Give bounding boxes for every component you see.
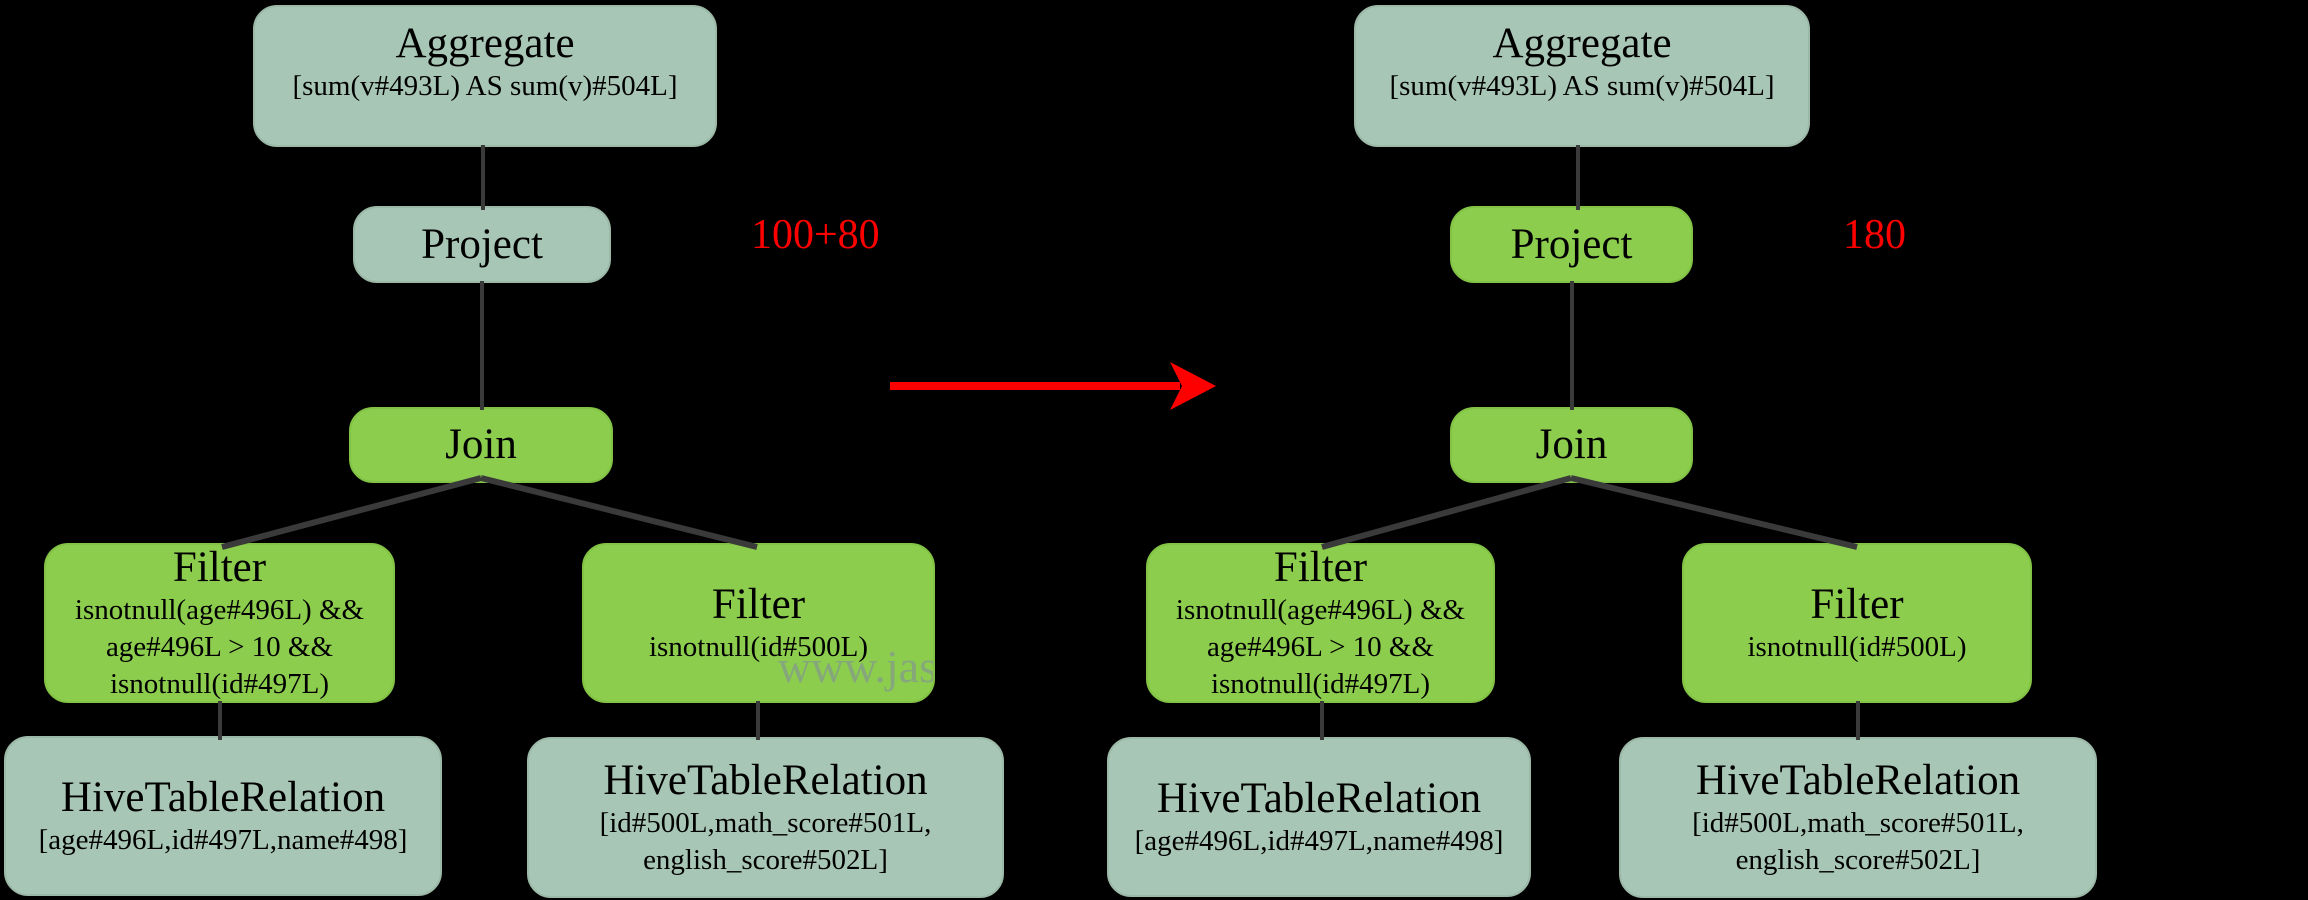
node-detail: [id#500L,math_score#501L, english_score#… xyxy=(599,807,932,877)
left-join-node: Join xyxy=(349,407,613,483)
left-aggregate-node: Aggregate [sum(v#493L) AS sum(v)#504L] xyxy=(253,5,717,147)
right-join-node: Join xyxy=(1450,407,1693,483)
left-project-node: Project xyxy=(353,206,611,283)
node-title: Aggregate xyxy=(1492,20,1672,67)
right-cost-label: 180 xyxy=(1843,212,1906,258)
node-title: Project xyxy=(1510,220,1633,268)
left-hive-table-relation-1-node: HiveTableRelation [age#496L,id#497L,name… xyxy=(4,736,442,896)
node-title: Filter xyxy=(172,543,267,591)
node-title: HiveTableRelation xyxy=(603,756,928,804)
right-hive-table-relation-2-node: HiveTableRelation [id#500L,math_score#50… xyxy=(1619,737,2097,898)
node-detail: isnotnull(age#496L) && age#496L > 10 && … xyxy=(1175,594,1466,701)
right-filter-id-node: Filter isnotnull(id#500L) xyxy=(1682,543,2032,703)
right-project-node: Project xyxy=(1450,206,1693,283)
node-title: HiveTableRelation xyxy=(60,773,386,821)
left-filter-id-node: Filter isnotnull(id#500L) www.jas xyxy=(582,543,935,703)
node-title: Project xyxy=(421,220,543,268)
node-detail: isnotnull(id#500L) xyxy=(648,631,869,664)
node-title: Filter xyxy=(711,580,806,628)
node-title: Aggregate xyxy=(395,20,575,67)
node-title: Join xyxy=(1535,421,1608,469)
node-detail: isnotnull(age#496L) && age#496L > 10 && … xyxy=(74,594,365,701)
node-detail: [age#496L,id#497L,name#498] xyxy=(38,824,408,857)
node-title: Join xyxy=(445,421,517,469)
right-filter-age-node: Filter isnotnull(age#496L) && age#496L >… xyxy=(1146,543,1495,703)
node-detail: isnotnull(id#500L) xyxy=(1747,631,1967,664)
node-title: Filter xyxy=(1273,543,1368,591)
left-hive-table-relation-2-node: HiveTableRelation [id#500L,math_score#50… xyxy=(527,737,1004,898)
node-detail: [sum(v#493L) AS sum(v)#504L] xyxy=(1389,70,1775,103)
left-filter-age-node: Filter isnotnull(age#496L) && age#496L >… xyxy=(44,543,395,703)
right-aggregate-node: Aggregate [sum(v#493L) AS sum(v)#504L] xyxy=(1354,5,1810,147)
node-detail: [age#496L,id#497L,name#498] xyxy=(1134,825,1504,858)
node-title: Filter xyxy=(1810,580,1904,628)
left-cost-label: 100+80 xyxy=(751,212,880,258)
watermark-text: www.jas xyxy=(777,641,935,692)
right-hive-table-relation-1-node: HiveTableRelation [age#496L,id#497L,name… xyxy=(1107,737,1531,897)
node-title: HiveTableRelation xyxy=(1156,774,1482,822)
red-arrow-icon xyxy=(890,362,1216,410)
node-detail: [sum(v#493L) AS sum(v)#504L] xyxy=(292,70,678,103)
node-detail: [id#500L,math_score#501L, english_score#… xyxy=(1692,807,2024,877)
node-title: HiveTableRelation xyxy=(1695,756,2021,804)
